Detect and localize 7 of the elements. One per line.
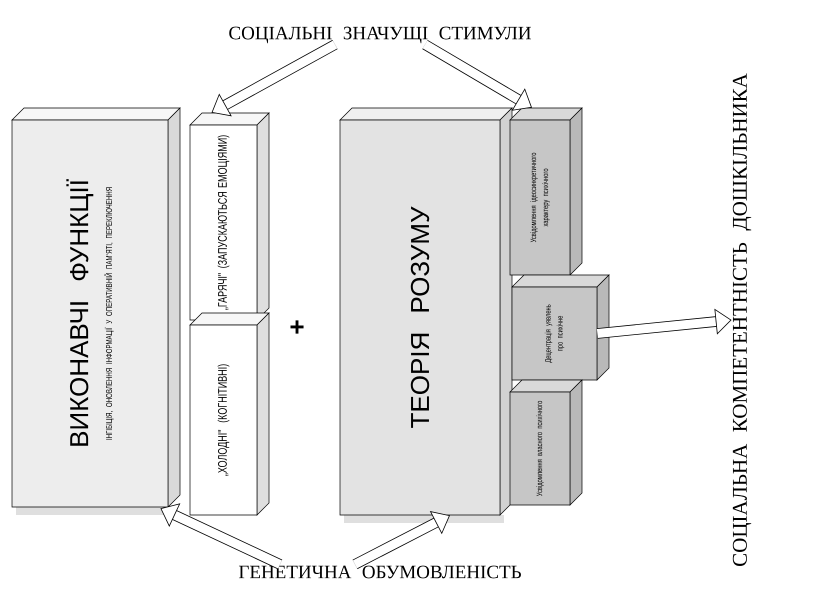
heading-text: СОЦІАЛЬНІ ЗНАЧУЩІ СТИМУЛИ (229, 26, 531, 44)
block-arrow (352, 511, 450, 570)
plus-sign: + (290, 320, 304, 334)
block-arrow (422, 40, 532, 111)
heading-text: СОЦІАЛЬНА КОМПЕТЕНТНІСТЬ ДОШКІЛЬНИКА (732, 73, 752, 566)
block-arrow (212, 40, 338, 116)
heading-text: ГЕНЕТИЧНА ОБУМОВЛЕНІСТЬ (238, 566, 521, 578)
